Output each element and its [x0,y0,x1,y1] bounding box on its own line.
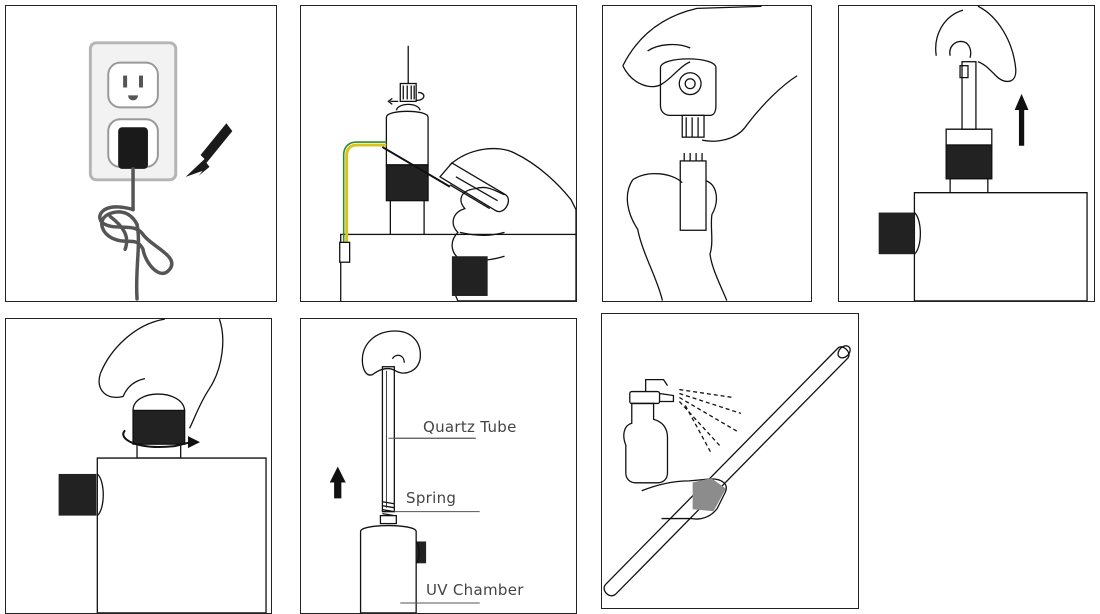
step-5-unscrew-nut-panel [5,318,272,614]
threaded-nut [946,145,992,179]
disconnect-illustration [603,6,811,301]
quartz-tube-icon [382,367,394,512]
power-cord-icon [100,169,172,299]
lamp-connector-icon [388,84,424,105]
up-arrow-icon [1016,95,1028,145]
quartz-tube-removal-illustration [301,319,576,613]
threaded-port [59,474,97,516]
spring-icon [382,502,394,516]
hand-icon [623,6,797,141]
hand-icon [362,331,420,375]
lamp-pins [680,153,706,230]
threaded-nut [133,410,185,444]
cleaning-illustration [602,314,858,608]
unplug-illustration [6,6,276,301]
lamp-connector-icon [660,59,715,137]
quartz-tube-label: Quartz Tube [423,418,517,436]
spray-bottle-icon [624,380,674,483]
unscrew-illustration [6,319,271,613]
spring-label: Spring [406,489,456,507]
unplug-arrow-icon [186,123,233,177]
step-7-clean-tube-panel [601,313,859,609]
step-6-quartz-tube-panel: Quartz Tube Spring UV Chamber [300,318,577,614]
plug-icon [118,127,148,169]
ground-screw-illustration [301,6,576,301]
ground-wire-icon [344,142,387,242]
step-4-remove-lamp-panel [838,5,1095,302]
threaded-port [879,213,915,255]
hand-icon [642,479,727,519]
spray-mist [679,390,741,454]
remove-lamp-illustration [839,6,1094,301]
step-3-disconnect-lamp-panel [602,5,812,302]
uv-chamber-label: UV Chamber [426,581,524,599]
hand-icon [627,174,726,301]
step-2-ground-screw-panel [300,5,577,302]
step-1-unplug-panel [5,5,277,302]
threaded-port [452,256,488,296]
up-arrow-icon [331,468,345,498]
